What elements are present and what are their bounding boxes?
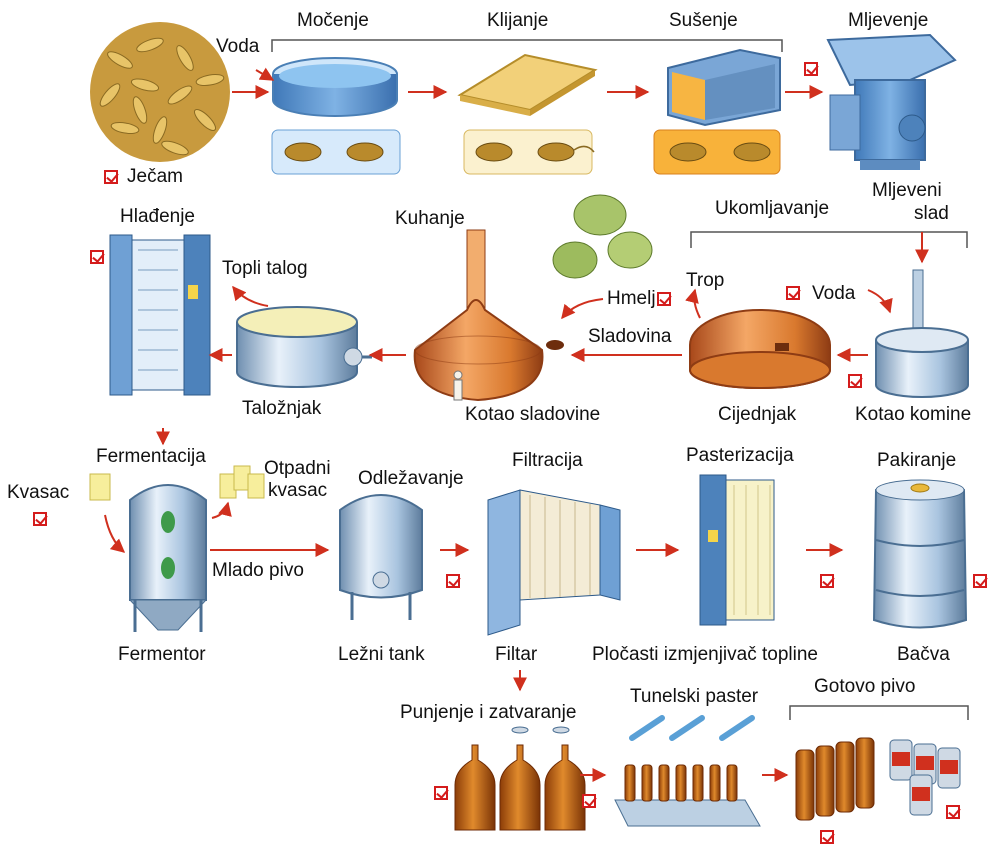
arrow-whirlpool-to-trub — [233, 287, 268, 306]
label-water-mash: Voda — [812, 283, 855, 305]
waste-yeast-glasses — [220, 466, 264, 498]
label-filtration: Filtracija — [512, 450, 583, 472]
check-icon — [104, 170, 118, 184]
label-filling-capping: Punjenje i zatvaranje — [400, 702, 576, 724]
label-finished-beer: Gotovo pivo — [814, 676, 915, 698]
label-wort-kettle: Kotao sladovine — [465, 404, 600, 426]
label-mash-tun: Kotao komine — [855, 404, 971, 426]
finished-beer-cans — [890, 740, 960, 815]
arrow-yeast-to-fermenter — [105, 515, 124, 552]
label-lauter-tun: Cijednjak — [718, 404, 796, 426]
label-cooling: Hlađenje — [120, 206, 195, 228]
label-water-steeping: Voda — [216, 36, 259, 58]
kiln-box — [668, 50, 780, 125]
plate-filter — [488, 490, 620, 635]
check-icon — [973, 574, 987, 588]
steeping-tank — [273, 58, 397, 116]
kilning-grain-panel — [654, 130, 780, 174]
malt-mill — [828, 35, 955, 170]
label-mashing: Ukomljavanje — [715, 198, 829, 220]
check-icon — [33, 512, 47, 526]
label-steeping: Močenje — [297, 10, 369, 32]
lauter-tun — [690, 310, 830, 388]
beer-keg — [874, 480, 966, 628]
check-icon — [657, 292, 671, 306]
check-icon — [434, 786, 448, 800]
label-kilning: Sušenje — [669, 10, 738, 32]
check-icon — [848, 374, 862, 388]
label-yeast: Kvasac — [7, 482, 69, 504]
tunnel-pasteurizer — [615, 718, 760, 826]
label-keg: Bačva — [897, 644, 950, 666]
check-icon — [820, 830, 834, 844]
check-icon — [90, 250, 104, 264]
worker-figure — [454, 371, 462, 400]
label-pasteurization: Pasterizacija — [686, 445, 794, 467]
lagering-tank — [340, 495, 422, 620]
check-icon — [820, 574, 834, 588]
bottles-filling — [455, 727, 585, 830]
finished-beer-bottles — [796, 738, 874, 820]
germination-tray — [460, 55, 595, 116]
label-fermentation: Fermentacija — [96, 446, 206, 468]
bracket-finished-beer — [790, 706, 968, 720]
whirlpool-settling-tank — [237, 307, 372, 387]
steeping-grain-panel — [272, 130, 400, 174]
label-filter: Filtar — [495, 644, 537, 666]
label-waste-yeast: kvasac — [268, 480, 327, 502]
germination-grain-panel — [464, 130, 594, 174]
label-packaging: Pakiranje — [877, 450, 956, 472]
label-young-beer: Mlado pivo — [212, 560, 304, 582]
check-icon — [786, 286, 800, 300]
hops-cones — [553, 195, 652, 278]
wort-copper-kettle — [415, 230, 564, 400]
barley-grain-pile — [90, 22, 230, 162]
label-fermenter: Fermentor — [118, 644, 206, 666]
label-malt: slad — [914, 203, 949, 225]
label-wort: Sladovina — [588, 326, 671, 348]
check-icon — [582, 794, 596, 808]
label-germination: Klijanje — [487, 10, 548, 32]
check-icon — [804, 62, 818, 76]
label-maturation: Odležavanje — [358, 468, 464, 490]
bracket-mashing — [691, 232, 967, 248]
arrow-water-to-steeping — [256, 70, 273, 80]
label-milling: Mljevenje — [848, 10, 928, 32]
label-milled: Mljeveni — [872, 180, 942, 202]
label-boiling: Kuhanje — [395, 208, 465, 230]
plate-heat-exchanger-cooler — [110, 235, 210, 395]
label-plate-heat-exchanger: Pločasti izmjenjivač topline — [592, 644, 818, 666]
label-barley: Ječam — [127, 166, 183, 188]
arrow-water-to-mash — [868, 290, 890, 312]
label-waste: Otpadni — [264, 458, 331, 480]
label-lager-tank: Ležni tank — [338, 644, 425, 666]
label-tunnel-pasteurizer: Tunelski paster — [630, 686, 758, 708]
arrow-hops-to-kettle — [562, 299, 603, 318]
label-hot-trub: Topli talog — [222, 258, 308, 280]
bracket-malting — [272, 40, 782, 52]
pasteurizer-plate-exchanger — [700, 475, 774, 625]
label-spent-grain: Trop — [686, 270, 724, 292]
mash-tun — [876, 270, 968, 397]
check-icon — [946, 805, 960, 819]
label-hops: Hmelj — [607, 288, 656, 310]
label-whirlpool: Taložnjak — [242, 398, 321, 420]
arrow-fermenter-to-waste-yeast — [212, 503, 228, 518]
yeast-glass-left — [90, 474, 110, 500]
fermenter-tank — [130, 485, 206, 632]
check-icon — [446, 574, 460, 588]
arrow-lauter-to-trop — [694, 290, 700, 318]
